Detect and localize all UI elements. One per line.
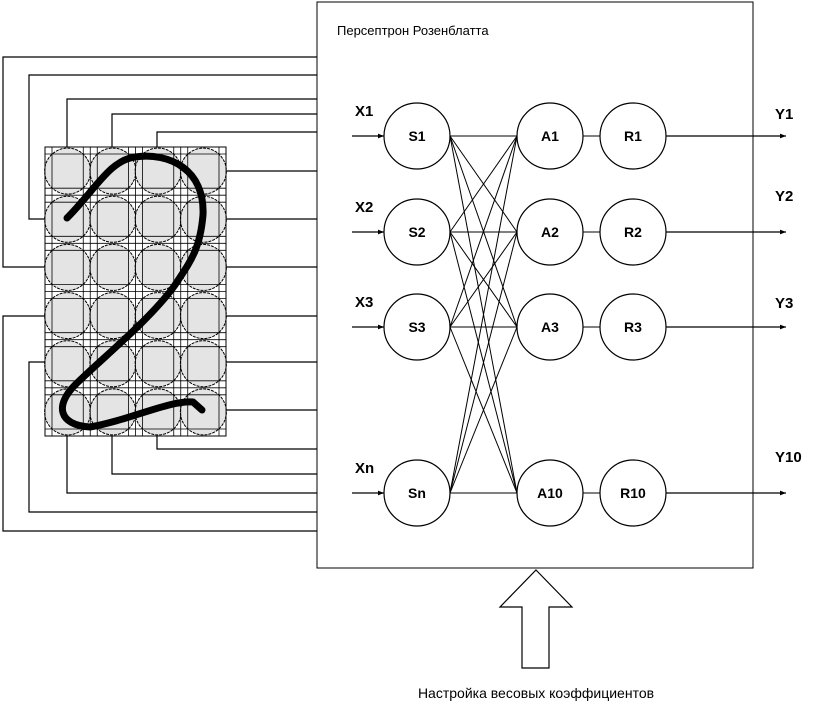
sensor-wires — [2, 56, 317, 532]
a-node-label: A10 — [537, 485, 563, 501]
s-node — [383, 102, 451, 170]
a-node — [516, 102, 584, 170]
r-node-label: R3 — [624, 319, 642, 335]
perceptron-box — [316, 1, 754, 569]
sensor-wire — [66, 436, 317, 494]
sensor-wire — [156, 131, 317, 147]
s-a-connection — [449, 135, 518, 328]
sensor-cell — [134, 292, 182, 340]
sensor-cell — [44, 292, 92, 340]
s-node-label: S1 — [408, 128, 425, 144]
weights-caption: Настройка весовых коэффициентов — [418, 685, 654, 701]
s-node-label: Sn — [408, 485, 426, 501]
weight-adjust-arrow-icon — [498, 569, 574, 669]
a-node-label: A2 — [541, 224, 559, 240]
sensor-wire — [2, 315, 317, 532]
sensor-cell — [179, 340, 227, 388]
a-node-label: A3 — [541, 319, 559, 335]
s-node — [383, 459, 451, 527]
r-node-label: R2 — [624, 224, 642, 240]
r-node-label: R10 — [620, 485, 646, 501]
sensor-wire — [156, 436, 317, 450]
a-node — [516, 459, 584, 527]
sensor-wire — [111, 436, 317, 475]
sensor-wire — [28, 74, 317, 220]
output-label: Y1 — [775, 106, 793, 123]
r-node — [599, 102, 667, 170]
sensor-cell — [44, 243, 92, 291]
retina-grid — [44, 146, 227, 437]
s-a-connection — [449, 326, 518, 494]
s-node-label: S3 — [408, 319, 425, 335]
s-a-connection — [449, 231, 518, 494]
sensor-cell — [134, 340, 182, 388]
output-label: Y3 — [775, 295, 793, 312]
sensor-wire — [2, 56, 317, 268]
r-node-label: R1 — [624, 128, 642, 144]
sensor-wire — [66, 98, 317, 147]
input-label: X3 — [355, 294, 373, 311]
r-node — [599, 198, 667, 266]
output-label: Y2 — [775, 188, 793, 205]
sensor-cell — [179, 292, 227, 340]
sensor-cell — [44, 147, 92, 195]
sensor-wire — [28, 361, 317, 513]
diagram-title: Персептрон Розенблатта — [337, 23, 489, 38]
input-label: X1 — [355, 103, 373, 120]
s-node — [383, 198, 451, 266]
sensor-wire — [111, 113, 317, 147]
sensor-cell — [89, 195, 137, 243]
r-node — [599, 293, 667, 361]
s-a-connection — [449, 231, 518, 328]
a-node-label: A1 — [541, 128, 559, 144]
input-label: X2 — [355, 199, 373, 216]
s-node-label: S2 — [408, 224, 425, 240]
output-label: Y10 — [775, 449, 802, 466]
a-node — [516, 293, 584, 361]
a-node — [516, 198, 584, 266]
sensor-cell — [89, 243, 137, 291]
s-a-connection — [449, 135, 518, 494]
input-label: Xn — [355, 460, 374, 477]
r-node — [599, 459, 667, 527]
s-a-connection — [449, 135, 518, 233]
sensor-cell — [134, 195, 182, 243]
s-node — [383, 293, 451, 361]
handwritten-digit-2 — [58, 152, 207, 431]
